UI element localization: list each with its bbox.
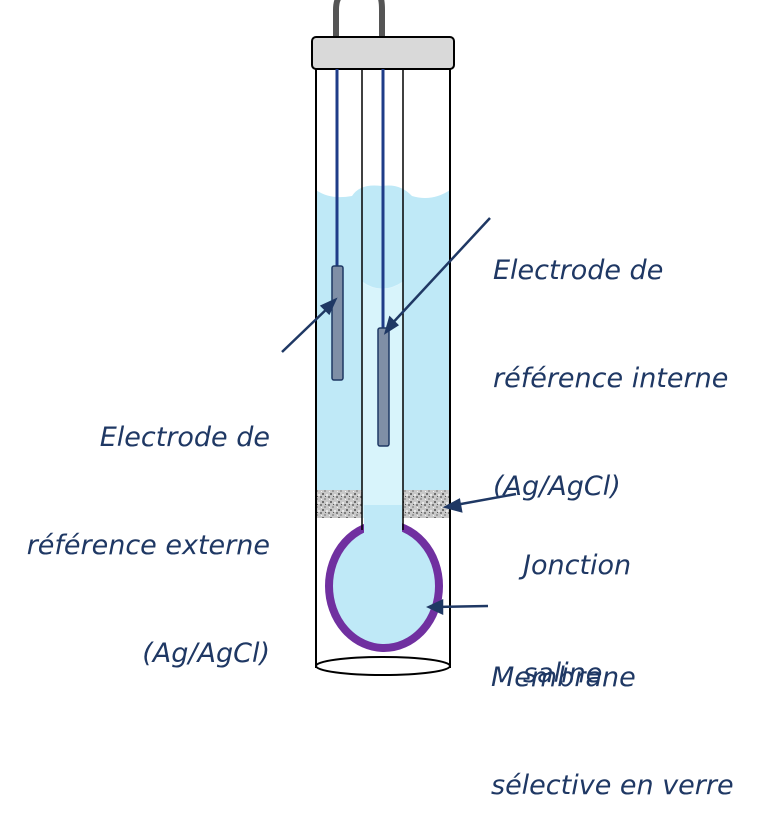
arrow-internal-ref [387,217,491,329]
arrow-external-ref [281,303,333,353]
pointer-arrows [281,217,517,615]
electrode-cap [311,36,455,70]
arrow-external-ref-head [319,297,338,316]
ph-electrode-diagram [281,0,517,676]
label-glass-membrane-line-2: sélective en verre [491,770,734,801]
label-external-reference-line-3: (Ag/AgCl) [142,638,270,669]
bulb-stem [364,505,402,545]
internal-ref-element [377,327,390,447]
label-internal-reference: Electrode de référence interne (Ag/AgCl) [493,181,728,541]
label-glass-membrane-line-1: Membrane [491,662,636,693]
label-glass-membrane: Membrane sélective en verre [491,588,734,840]
arrow-junction-head [442,498,463,513]
arrow-internal-ref-head [383,315,399,335]
arrow-junction [449,492,517,508]
label-saline-junction-line-1: Jonction [523,550,632,581]
label-internal-reference-line-1: Electrode de [493,255,664,286]
outer-tube-bottom [315,656,451,676]
cable-left [333,0,341,38]
arrow-membrane-head [426,599,444,615]
external-ref-element [331,265,344,381]
cable-right [378,0,385,38]
label-internal-reference-line-2: référence interne [493,363,729,394]
label-external-reference-line-1: Electrode de [99,422,270,453]
label-external-reference-line-2: référence externe [26,530,270,561]
label-external-reference: Electrode de référence externe (Ag/AgCl) [27,348,270,708]
label-internal-reference-line-3: (Ag/AgCl) [493,471,621,502]
